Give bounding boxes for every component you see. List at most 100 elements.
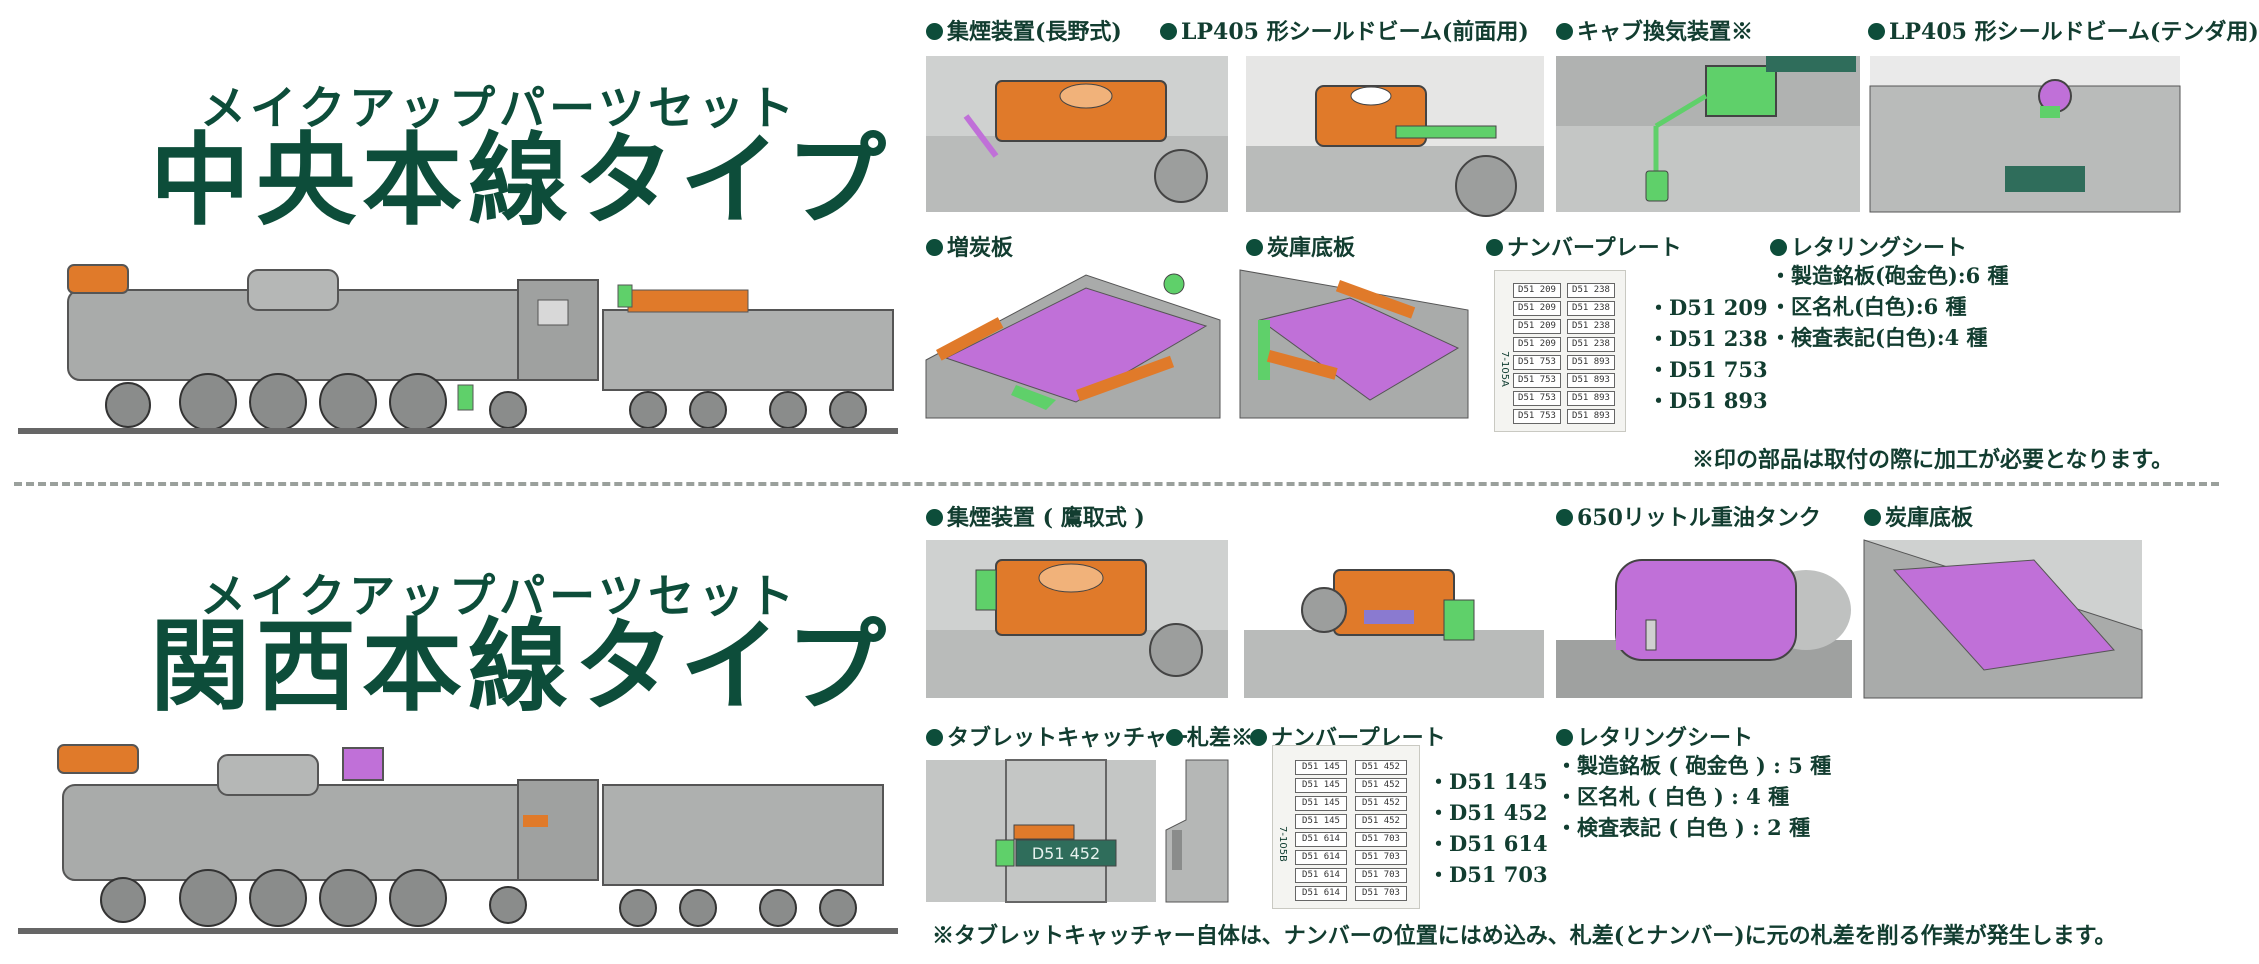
plate-item: D51 753 (1513, 391, 1561, 406)
bullet-icon (1556, 729, 1573, 746)
section2-subtitle: メイクアップパーツセット (200, 569, 799, 623)
bullet-icon (1868, 23, 1885, 40)
plate-item: D51 614 (1295, 832, 1347, 847)
plate-item: D51 145 (1295, 760, 1347, 775)
part-label: ナンバープレート (1486, 230, 1682, 262)
locomotive-icon (18, 744, 898, 934)
bullet-icon (1556, 23, 1573, 40)
part-label: 集煙装置 ( 鷹取式 ) (926, 500, 1145, 532)
plate-item: D51 893 (1567, 373, 1615, 388)
part-render-icon (1246, 56, 1544, 217)
plate-item: D51 452 (1355, 814, 1407, 829)
part-render-shield-beam-tender (1869, 56, 2181, 213)
part-label: 炭庫底板 (1864, 500, 1973, 532)
lettering-item: ・製造銘板 ( 砲金色 ) : 5 種 (1556, 753, 1832, 778)
lettering-list: ・製造銘板 ( 砲金色 ) : 5 種 ・区名札 ( 白色 ) : 4 種 ・検… (1556, 750, 1831, 843)
plate-item: D51 893 (1567, 391, 1615, 406)
section-divider (14, 482, 2219, 486)
bullet-icon (1160, 23, 1177, 40)
part-render-cab-ventilator (1556, 56, 1860, 212)
tablet-plate-text: D51 452 (1032, 844, 1100, 863)
number-item: ・D51 703 (1428, 862, 1548, 887)
part-label: 札差※ (1166, 720, 1253, 752)
number-item: ・D51 614 (1428, 831, 1548, 856)
part-label: レタリングシート (1770, 230, 1967, 262)
plate-item: D51 893 (1567, 355, 1615, 370)
plate-item: D51 145 (1295, 796, 1347, 811)
bullet-icon (1770, 239, 1787, 256)
part-render-coal-extension (925, 270, 1221, 419)
plate-item: D51 238 (1567, 337, 1615, 352)
lettering-item: ・製造銘板(砲金色):6 種 (1770, 263, 2009, 288)
plate-item: D51 145 (1295, 778, 1347, 793)
plate-item: D51 209 (1513, 337, 1561, 352)
plate-item: D51 753 (1513, 373, 1561, 388)
bullet-icon (926, 23, 943, 40)
number-item: ・D51 238 (1648, 326, 1768, 351)
number-plate-sheet: 7-105A D51 209 D51 209 D51 209 D51 209 D… (1494, 270, 1626, 432)
number-item: ・D51 893 (1648, 388, 1768, 413)
part-render-icon (1556, 559, 1852, 698)
plate-item: D51 145 (1295, 814, 1347, 829)
number-item: ・D51 209 (1648, 295, 1768, 320)
plate-item: D51 238 (1567, 301, 1615, 316)
number-plate-sheet: 7-105B D51 145 D51 145 D51 145 D51 145 D… (1272, 745, 1420, 909)
plate-item: D51 703 (1355, 832, 1407, 847)
plate-item: D51 703 (1355, 886, 1407, 901)
number-list: ・D51 209 ・D51 238 ・D51 753 ・D51 893 (1648, 292, 1768, 416)
locomotive-icon (18, 264, 898, 434)
plate-item: D51 452 (1355, 796, 1407, 811)
part-render-shield-beam-front (1246, 56, 1544, 217)
part-render-coal-bunker-floor (1239, 269, 1469, 419)
part-render-plate-holder (1165, 759, 1229, 903)
number-list: ・D51 145 ・D51 452 ・D51 614 ・D51 703 (1428, 766, 1548, 890)
part-render-coal-bunker-floor-2 (1863, 539, 2143, 699)
plate-item: D51 452 (1355, 778, 1407, 793)
lettering-item: ・区名札(白色):6 種 (1770, 294, 1967, 319)
lettering-item: ・検査表記 ( 白色 ) : 2 種 (1556, 815, 1811, 840)
section2-note: ※タブレットキャッチャー自体は、ナンバーの位置にはめ込み、札差(とナンバー)に元… (932, 923, 2117, 949)
locomotive-illustration-kansai (18, 740, 898, 940)
part-render-icon (1244, 569, 1544, 698)
part-label: レタリングシート (1556, 720, 1753, 752)
lettering-item: ・検査表記(白色):4 種 (1770, 325, 1988, 350)
part-render-icon (925, 273, 1221, 419)
bullet-icon (1166, 729, 1183, 746)
bullet-icon (926, 729, 943, 746)
part-label: 650リットル重油タンク (1556, 500, 1821, 532)
part-label: 炭庫底板 (1246, 230, 1355, 262)
lettering-item: ・区名札 ( 白色 ) : 4 種 (1556, 784, 1790, 809)
section1-note: ※印の部品は取付の際に加工が必要となります。 (1692, 447, 2174, 473)
part-label: LP405 形シールドビーム(前面用) (1160, 14, 1529, 46)
plate-item: D51 703 (1355, 850, 1407, 865)
part-label: LP405 形シールドビーム(テンダ用) (1868, 14, 2259, 46)
bullet-icon (1250, 729, 1267, 746)
bullet-icon (1556, 509, 1573, 526)
bullet-icon (1246, 239, 1263, 256)
part-render-icon (1863, 539, 2143, 699)
number-item: ・D51 452 (1428, 800, 1548, 825)
part-label: キャブ換気装置※ (1556, 14, 1753, 46)
plate-item: D51 452 (1355, 760, 1407, 775)
number-item: ・D51 145 (1428, 769, 1548, 794)
plate-item: D51 238 (1567, 319, 1615, 334)
plate-item: D51 614 (1295, 868, 1347, 883)
part-render-icon: D51 452 (926, 759, 1156, 903)
part-label: 集煙装置(長野式) (926, 14, 1122, 46)
part-render-icon (926, 80, 1228, 212)
part-render-smoke-deflector-takatori-2 (1244, 540, 1544, 698)
plate-sheet-code: 7-105A (1499, 351, 1510, 387)
part-label: タブレットキャッチャー (926, 720, 1189, 752)
locomotive-illustration-chuo (18, 250, 898, 445)
plate-item: D51 753 (1513, 355, 1561, 370)
section1-title: 中央本線タイプ (150, 121, 892, 239)
plate-item: D51 703 (1355, 868, 1407, 883)
plate-item: D51 753 (1513, 409, 1561, 424)
bullet-icon (1486, 239, 1503, 256)
part-render-icon (1869, 56, 2181, 213)
part-render-smoke-deflector-takatori-1 (926, 540, 1228, 698)
section2-title: 関西本線タイプ (150, 607, 892, 725)
plate-item: D51 209 (1513, 301, 1561, 316)
bullet-icon (926, 509, 943, 526)
plate-sheet-code: 7-105B (1277, 826, 1288, 862)
